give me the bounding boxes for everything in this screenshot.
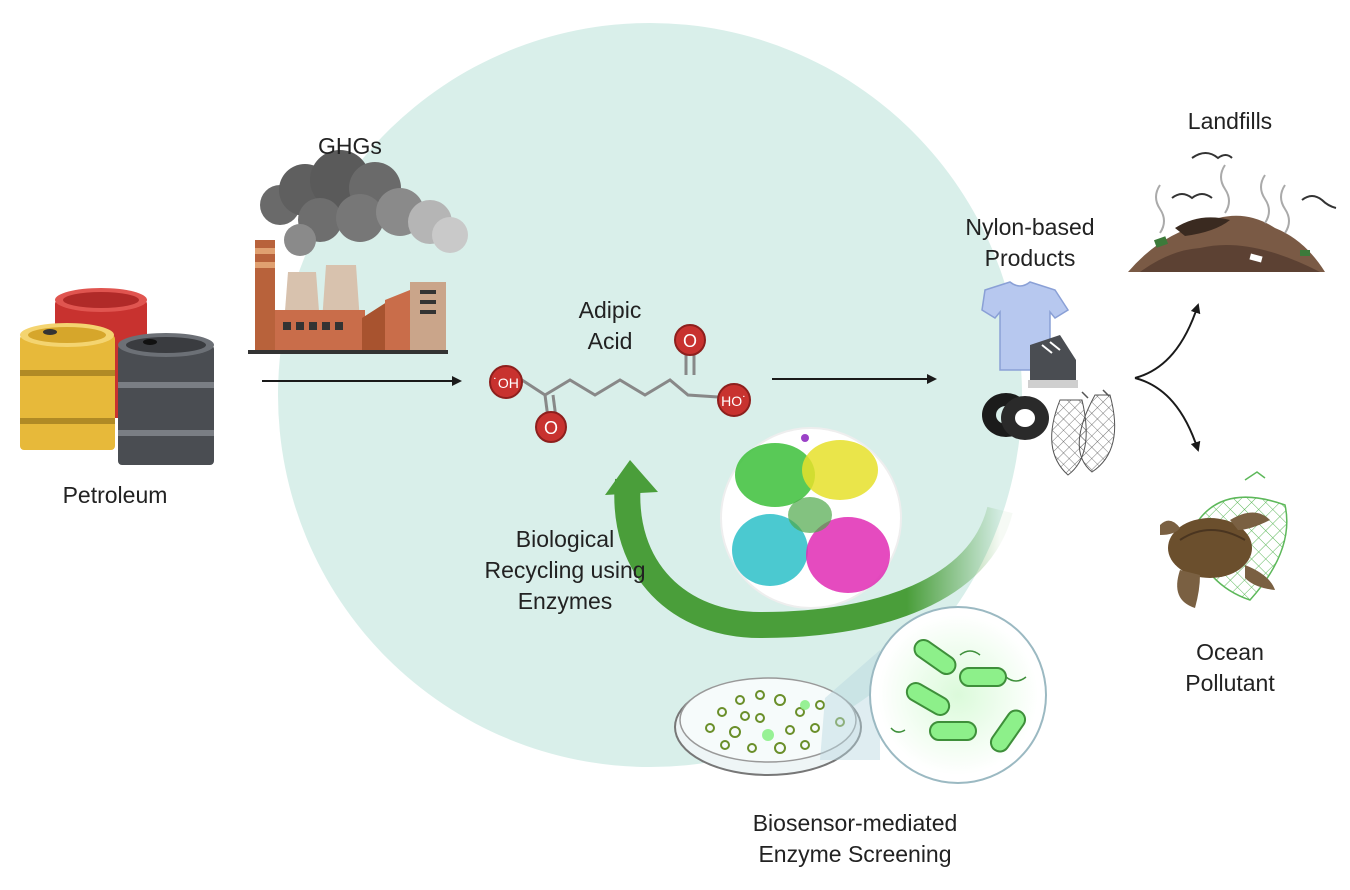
biosensor-line2: Enzyme Screening xyxy=(758,841,952,867)
biological-recycling-label: Biological Recycling using Enzymes xyxy=(460,524,670,617)
sea-turtle-icon xyxy=(1160,471,1288,608)
landfills-text: Landfills xyxy=(1187,108,1273,134)
nylon-line2: Products xyxy=(984,245,1076,271)
landfill-icon xyxy=(1128,164,1325,272)
biosensor-screening-label: Biosensor-mediated Enzyme Screening xyxy=(720,808,990,870)
ocean-line1: Ocean xyxy=(1196,639,1264,665)
bio-line1: Biological xyxy=(515,526,615,552)
ghgs-label: GHGs xyxy=(300,131,400,162)
ocean-pollutant-label: Ocean Pollutant xyxy=(1165,637,1295,699)
enzyme-structure-icon xyxy=(720,427,902,609)
smoke-cloud-icon xyxy=(260,150,468,256)
tire-icon xyxy=(982,393,1049,440)
hydroxyl-left-label: ˙OH xyxy=(493,375,519,391)
oxygen-bottom-label: O xyxy=(544,418,558,438)
nylon-products-label: Nylon-based Products xyxy=(945,212,1115,274)
zoom-cone xyxy=(820,650,880,760)
landfills-label: Landfills xyxy=(1165,106,1295,137)
nylon-to-ocean-arrow xyxy=(1134,377,1201,452)
bio-line3: Enzymes xyxy=(517,588,613,614)
adipic-acid-label: Adipic Acid xyxy=(540,295,680,357)
petri-dish-icon xyxy=(674,677,862,776)
nylon-line1: Nylon-based xyxy=(965,214,1095,240)
recycling-arrowhead xyxy=(605,460,658,495)
bird-icon xyxy=(1171,152,1337,209)
factory-icon xyxy=(248,240,448,354)
adipic-line1: Adipic xyxy=(578,297,642,323)
petroleum-label: Petroleum xyxy=(40,480,190,511)
petroleum-text: Petroleum xyxy=(62,482,168,508)
shoe-icon xyxy=(1028,335,1078,388)
adipic-acid-molecule-icon: ˙OH HO˙ O O xyxy=(489,324,751,443)
ghgs-text: GHGs xyxy=(318,133,382,159)
recycling-arrow xyxy=(614,478,1013,639)
biosensor-line1: Biosensor-mediated xyxy=(752,810,958,836)
adipic-line2: Acid xyxy=(587,328,633,354)
oil-barrels-icon xyxy=(20,288,214,465)
nylon-to-landfill-arrow xyxy=(1134,303,1201,379)
ocean-line2: Pollutant xyxy=(1185,670,1275,696)
bacteria-icon xyxy=(869,606,1047,784)
oxygen-top-label: O xyxy=(683,331,697,351)
bio-line2: Recycling using xyxy=(484,557,646,583)
hydroxyl-right-label: HO˙ xyxy=(721,393,747,409)
fishing-net-icon xyxy=(1051,389,1116,476)
